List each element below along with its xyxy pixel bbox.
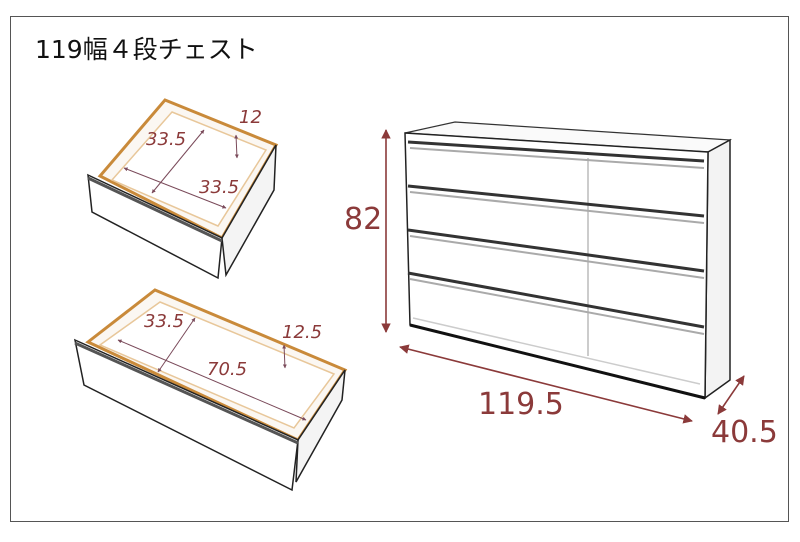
large-drawer-illustration	[73, 288, 348, 492]
chest-height-label: 82	[344, 202, 383, 237]
small-drawer-height-label: 12	[239, 107, 262, 128]
chest-illustration	[404, 121, 733, 400]
small-drawer-illustration	[87, 98, 279, 280]
dimension-arrows	[381, 129, 745, 424]
chest-depth-label: 40.5	[711, 415, 778, 450]
small-drawer-width-label: 33.5	[199, 177, 240, 198]
diagram-frame	[10, 16, 789, 522]
page-title: 119幅４段チェスト	[35, 35, 258, 64]
chest-width-label: 119.5	[478, 387, 564, 422]
large-drawer-width-label: 70.5	[207, 359, 248, 380]
small-drawer-depth-label: 33.5	[146, 129, 187, 150]
large-drawer-height-label: 12.5	[282, 322, 323, 343]
large-drawer-depth-label: 33.5	[144, 311, 185, 332]
